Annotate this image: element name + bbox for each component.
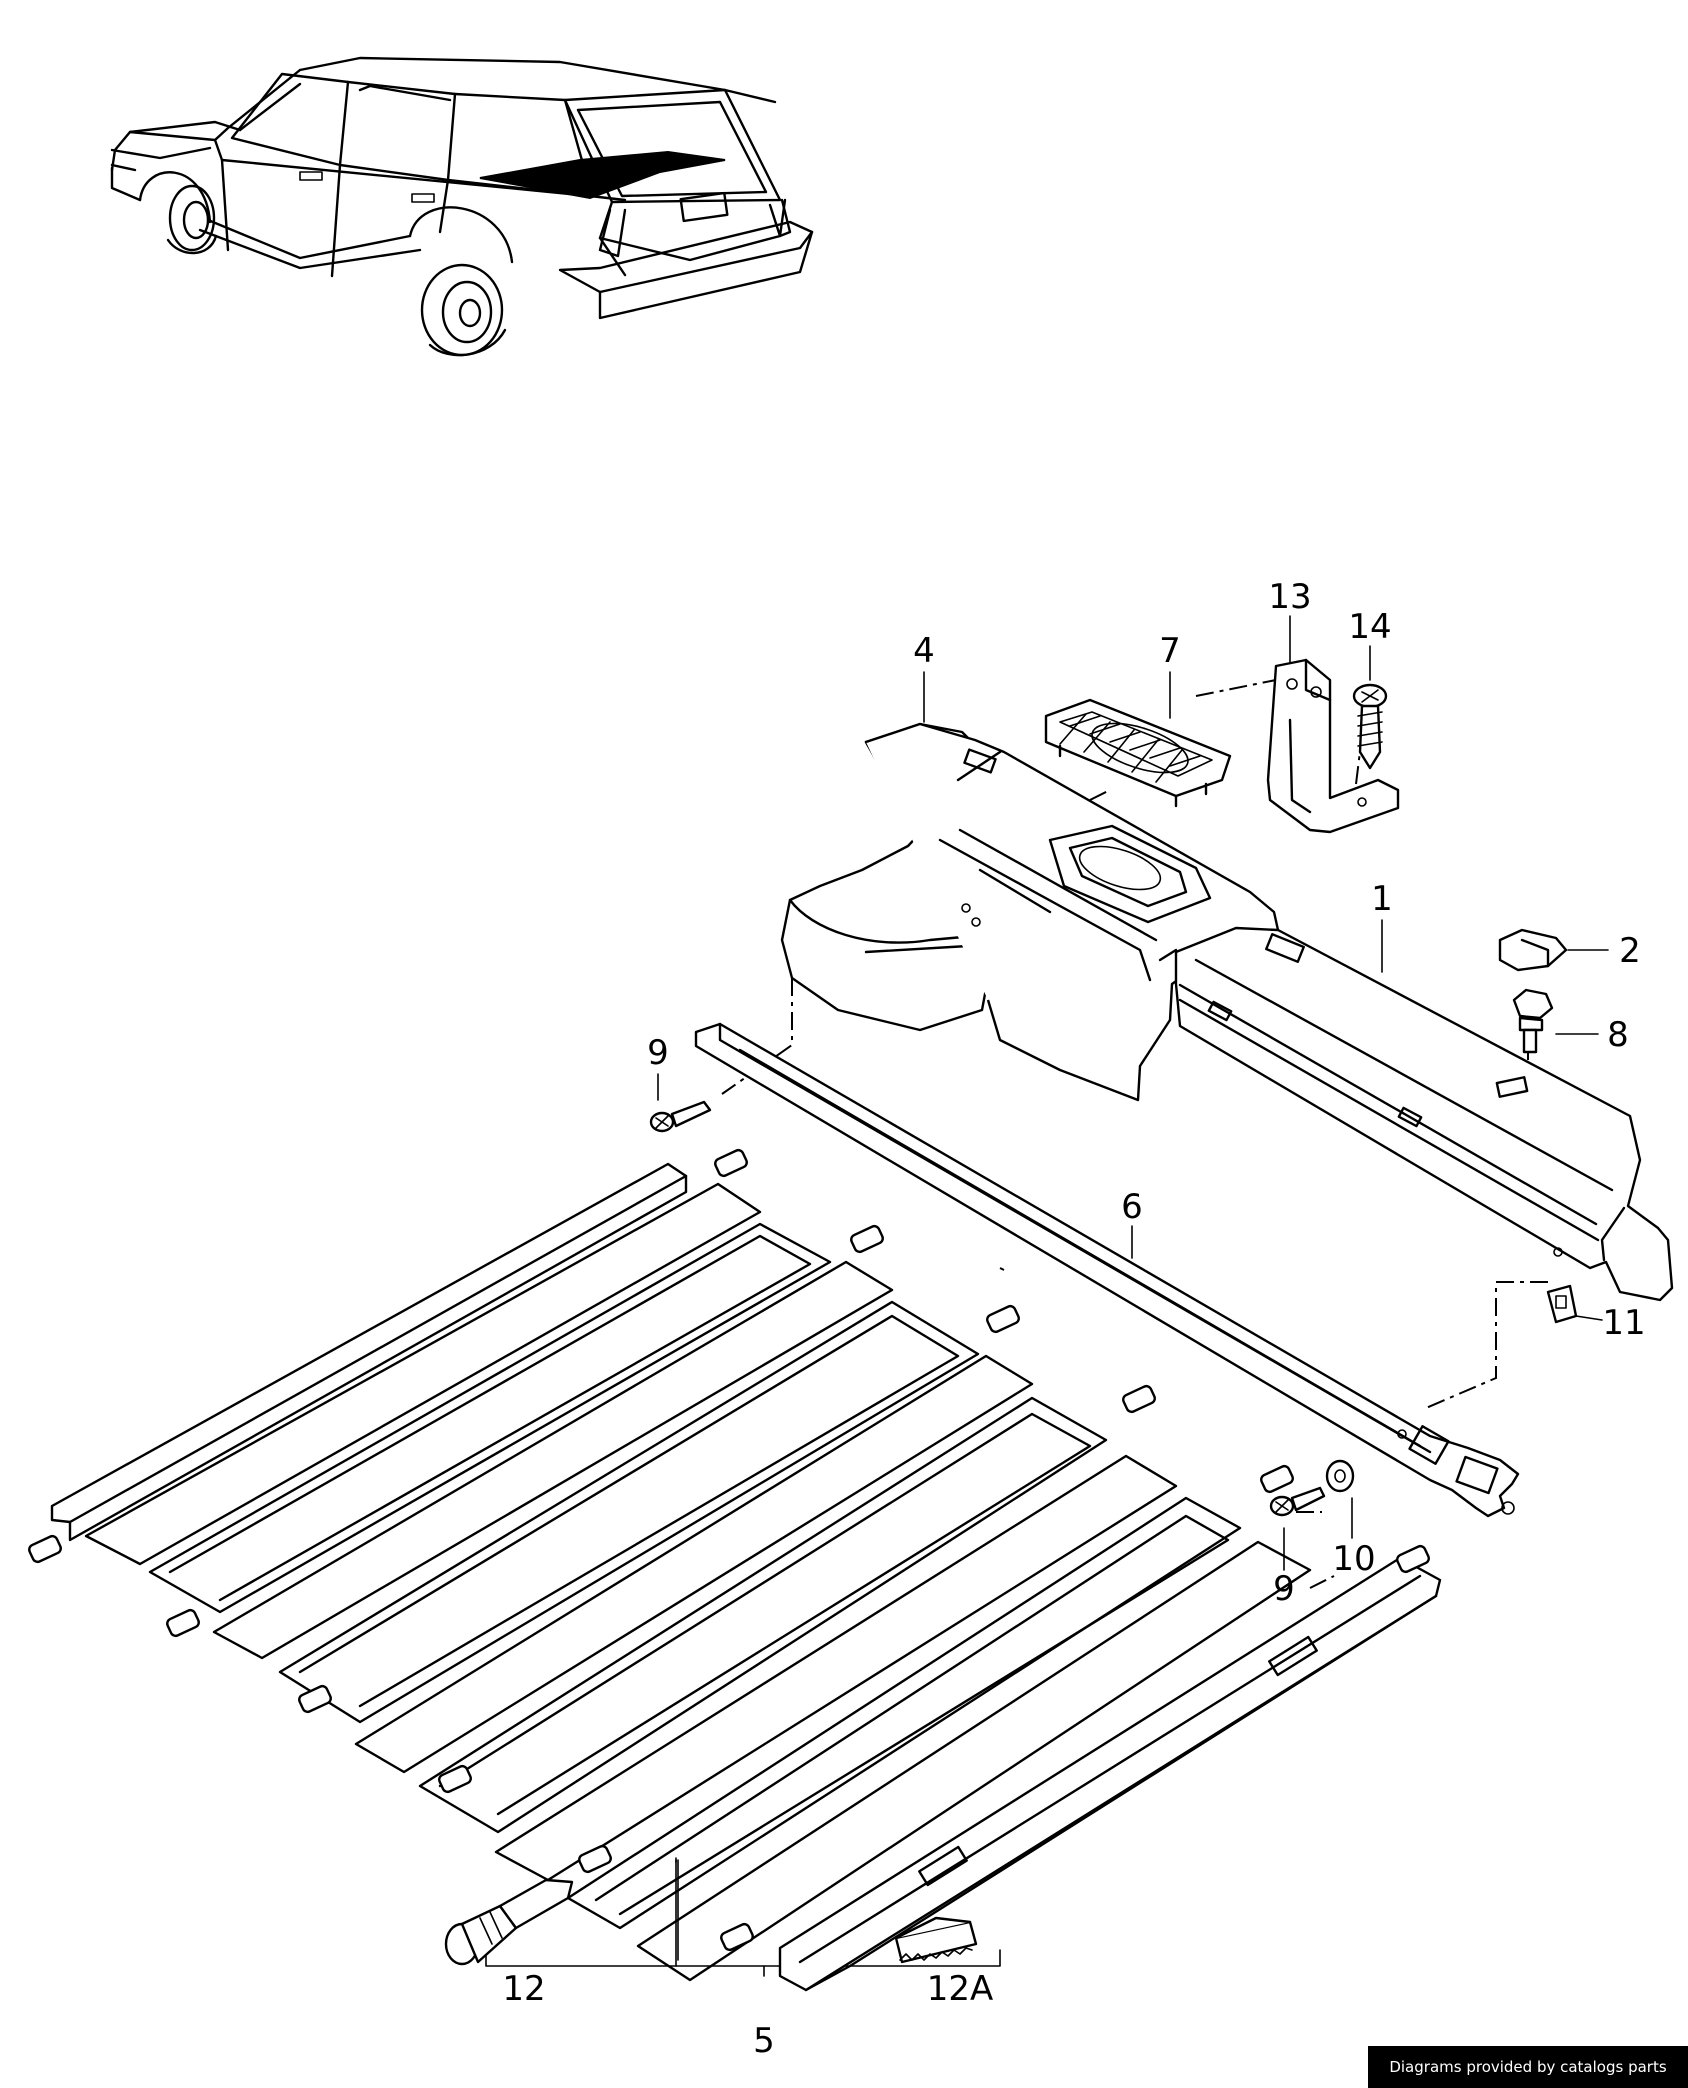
part-10-washer <box>1325 1459 1355 1493</box>
part-1-rear-shelf-trim <box>780 722 1674 1302</box>
callout-5: 5 <box>753 2021 775 2061</box>
callout-9-upper: 9 <box>647 1033 669 1073</box>
leader-lines <box>485 615 1609 1977</box>
part-9-screw-lower <box>1269 1486 1326 1517</box>
callout-1: 1 <box>1371 879 1393 919</box>
callout-10: 10 <box>1332 1539 1375 1579</box>
part-7-speaker-grille <box>1044 698 1232 808</box>
part-12a-pad <box>894 1916 978 1964</box>
part-5-luggage-cover <box>28 1148 1442 1992</box>
callout-13: 13 <box>1268 577 1311 617</box>
vehicle-illustration <box>110 56 814 357</box>
callout-7: 7 <box>1159 631 1181 671</box>
callout-11: 11 <box>1602 1303 1645 1343</box>
callout-9-lower: 9 <box>1273 1569 1295 1609</box>
callout-4: 4 <box>913 631 935 671</box>
callout-6: 6 <box>1121 1187 1143 1227</box>
callout-12a: 12A <box>927 1969 994 2009</box>
part-8-bolt <box>1512 988 1554 1054</box>
callout-labels: 13 14 4 7 1 2 8 9 6 11 10 9 12 12A 5 <box>502 577 1645 2061</box>
part-6-guide-rail <box>694 1022 1520 1518</box>
part-13-bracket <box>1266 658 1400 834</box>
credit-banner: Diagrams provided by catalogs parts <box>1368 2046 1688 2088</box>
part-2-cap <box>1498 928 1568 972</box>
callout-8: 8 <box>1607 1015 1629 1055</box>
part-14-screw <box>1352 683 1388 770</box>
part-9-screw-upper <box>649 1100 712 1133</box>
callout-12: 12 <box>502 1969 545 2009</box>
callout-14: 14 <box>1348 607 1391 647</box>
part-11-clip <box>1546 1284 1578 1324</box>
callout-2: 2 <box>1619 931 1641 971</box>
part-12-end-plug <box>444 1878 574 1966</box>
